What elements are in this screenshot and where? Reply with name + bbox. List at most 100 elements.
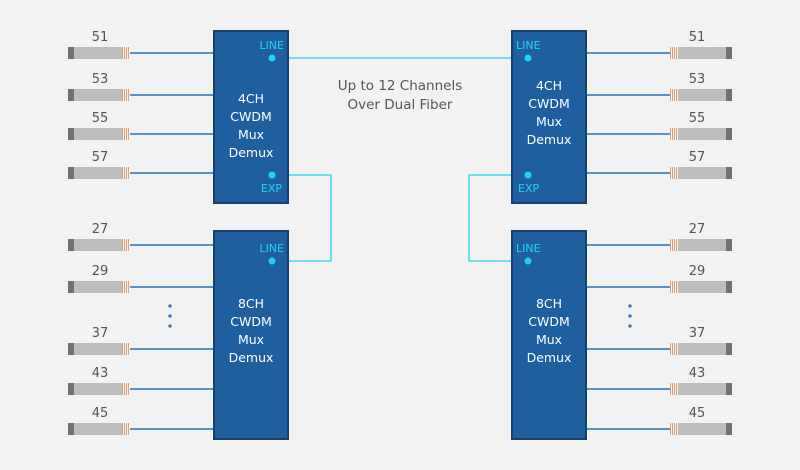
port-line-label: LINE <box>516 242 541 255</box>
channel-label-left: 27 <box>92 222 109 237</box>
transceiver-latch <box>672 383 673 395</box>
port-exp-label: EXP <box>261 182 282 195</box>
transceiver-latch <box>670 128 671 140</box>
channel-label-right: 51 <box>689 30 706 45</box>
module-label-2: CWDM <box>230 314 272 329</box>
transceiver-latch <box>126 423 127 435</box>
port-exp-dot[interactable] <box>268 171 276 179</box>
link-caption-line-1: Up to 12 Channels <box>338 78 463 94</box>
transceiver-latch <box>122 47 123 59</box>
transceiver-latch <box>670 343 671 355</box>
transceiver-latch <box>122 423 123 435</box>
transceiver-left <box>68 383 129 395</box>
transceiver-body <box>678 128 726 140</box>
module-label-1: 4CH <box>536 78 562 93</box>
transceiver-end <box>726 343 732 355</box>
transceiver-latch <box>676 423 677 435</box>
transceiver-right <box>670 383 732 395</box>
transceiver-latch <box>674 47 675 59</box>
transceiver-right <box>670 343 732 355</box>
port-line-dot[interactable] <box>524 54 532 62</box>
transceiver-latch <box>670 239 671 251</box>
transceiver-latch <box>670 167 671 179</box>
transceiver-latch <box>674 239 675 251</box>
transceiver-body <box>678 383 726 395</box>
module-label-3: Mux <box>536 114 562 129</box>
channel-label-right: 55 <box>689 111 706 126</box>
module-left-4ch: 4CH CWDM Mux Demux LINE EXP <box>213 30 289 204</box>
dot <box>628 314 632 318</box>
transceiver-end <box>68 128 74 140</box>
channel-label-left: 29 <box>92 264 109 279</box>
transceiver-latch <box>676 343 677 355</box>
module-label-4: Demux <box>229 350 274 365</box>
module-right-8ch: 8CH CWDM Mux Demux LINE <box>511 230 587 440</box>
module-label-1: 8CH <box>238 296 264 311</box>
transceiver-latch <box>126 167 127 179</box>
transceiver-latch <box>128 89 129 101</box>
transceiver-latch <box>126 47 127 59</box>
ellipsis-left <box>168 304 172 328</box>
channel-label-left: 57 <box>92 150 109 165</box>
transceiver-latch <box>128 281 129 293</box>
transceiver-latch <box>676 89 677 101</box>
transceiver-latch <box>674 343 675 355</box>
transceiver-body <box>74 47 122 59</box>
module-label-2: CWDM <box>230 109 272 124</box>
transceiver-latch <box>126 89 127 101</box>
dot <box>628 324 632 328</box>
transceiver-latch <box>670 89 671 101</box>
module-label-2: CWDM <box>528 314 570 329</box>
transceiver-latch <box>676 239 677 251</box>
port-line-dot[interactable] <box>268 54 276 62</box>
transceiver-latch <box>672 343 673 355</box>
transceiver-latch <box>676 128 677 140</box>
transceiver-latch <box>124 281 125 293</box>
channel-label-left: 43 <box>92 366 109 381</box>
module-box <box>213 30 289 204</box>
channel-label-left: 45 <box>92 406 109 421</box>
transceiver-left <box>68 239 129 251</box>
transceiver-latch <box>670 423 671 435</box>
transceiver-latch <box>122 281 123 293</box>
link-lines <box>272 57 528 262</box>
transceiver-left <box>68 47 129 59</box>
transceiver-latch <box>122 128 123 140</box>
dot <box>168 304 172 308</box>
transceiver-left <box>68 128 129 140</box>
transceiver-latch <box>128 128 129 140</box>
transceiver-body <box>74 128 122 140</box>
port-line-dot[interactable] <box>268 257 276 265</box>
module-right-4ch: 4CH CWDM Mux Demux LINE EXP <box>511 30 587 204</box>
module-box <box>511 230 587 440</box>
dot <box>168 324 172 328</box>
transceiver-body <box>678 89 726 101</box>
transceiver-left <box>68 89 129 101</box>
exp-link-right <box>468 174 528 262</box>
transceiver-end <box>726 423 732 435</box>
transceiver-latch <box>128 47 129 59</box>
transceiver-latch <box>124 343 125 355</box>
transceiver-latch <box>124 423 125 435</box>
transceiver-body <box>678 47 726 59</box>
transceiver-latch <box>122 89 123 101</box>
transceiver-right <box>670 47 732 59</box>
port-exp-dot[interactable] <box>524 171 532 179</box>
transceiver-latch <box>124 383 125 395</box>
port-line-label: LINE <box>259 242 284 255</box>
transceiver-right <box>670 167 732 179</box>
module-label-1: 8CH <box>536 296 562 311</box>
channel-label-left: 37 <box>92 326 109 341</box>
transceiver-left <box>68 281 129 293</box>
exp-link-left <box>272 174 332 262</box>
transceiver-latch <box>672 167 673 179</box>
transceiver-right <box>670 239 732 251</box>
transceiver-end <box>68 281 74 293</box>
transceiver-body <box>74 167 122 179</box>
channel-label-right: 37 <box>689 326 706 341</box>
transceiver-latch <box>122 167 123 179</box>
transceiver-right <box>670 89 732 101</box>
port-line-dot[interactable] <box>524 257 532 265</box>
